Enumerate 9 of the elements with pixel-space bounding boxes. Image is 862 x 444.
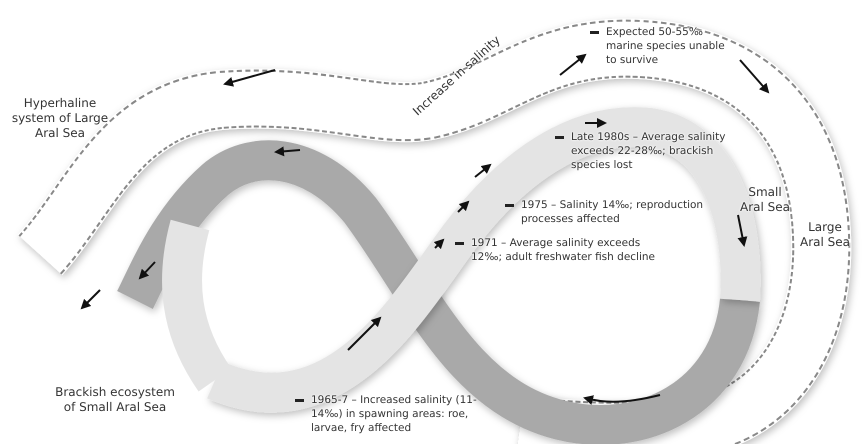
region-label: Small Aral Sea: [740, 185, 790, 215]
timeline-note: 1971 – Average salinity exceeds 12‰; adult freshwater fish decline: [455, 236, 661, 264]
region-label: Hyperhaline system of Large Aral Sea: [10, 96, 110, 141]
timeline-note: Late 1980s – Average salinity exceeds 22-28‰; brackish species lost: [555, 130, 746, 172]
timeline-note: 1965-7 – Increased salinity (11-14‰) in spawning areas: roe, larvae, fry affected: [295, 393, 501, 435]
timeline-note: Expected 50-55‰ marine species unable to survive: [590, 25, 728, 67]
timeline-note: 1975 – Salinity 14‰; reproduction processes affected: [505, 198, 721, 226]
region-label: Brackish ecosystem of Small Aral Sea: [54, 385, 176, 415]
region-label: Large Aral Sea: [800, 220, 850, 250]
